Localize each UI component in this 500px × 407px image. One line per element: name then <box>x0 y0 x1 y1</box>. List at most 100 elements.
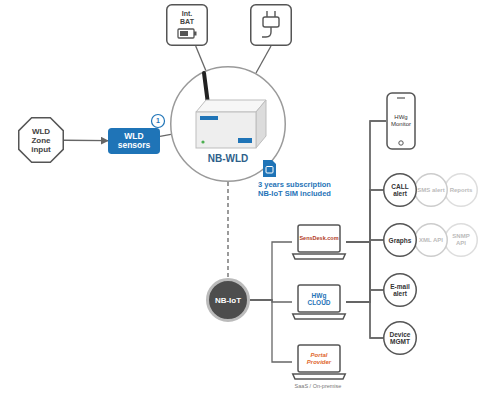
connector-line <box>346 121 386 302</box>
dashed-link <box>227 182 228 278</box>
faded-service-circle-shape <box>445 224 478 257</box>
deployment-note: SaaS / On-premise <box>282 383 354 389</box>
node-text: SMS alert <box>417 187 444 194</box>
service-circle-shape <box>384 174 417 207</box>
sensor-box: WLD sensors <box>108 128 160 154</box>
portal-laptop-shape <box>298 225 340 252</box>
node-text: HWg Monitor <box>389 114 413 128</box>
battery-icon <box>178 29 194 38</box>
faded-service-circle: SNMP API <box>444 223 478 257</box>
service-circle-text-area: E-mail alert <box>386 273 414 307</box>
sensor-box-text-area: WLD sensors <box>110 128 158 154</box>
device-antenna <box>204 73 208 104</box>
service-circle-text-area: Graphs <box>386 223 414 257</box>
faded-service-circle: SMS alert <box>414 173 448 207</box>
device-led <box>201 140 204 143</box>
network-circle: NB-IoT <box>206 278 250 322</box>
sim-card-icon <box>263 160 276 177</box>
faded-service-circle: XML API <box>414 223 448 257</box>
service-circle-text-area: Device MGMT <box>386 321 414 355</box>
sensor-box-shape <box>109 129 160 154</box>
zone-input-octagon: WLD Zone input <box>18 117 64 163</box>
faded-service-circle-shape <box>445 174 478 207</box>
connector-group <box>64 46 386 362</box>
battery-box-text-area: Int. BAT <box>174 8 200 27</box>
node-text: SNMP API <box>447 233 475 247</box>
connector-line <box>346 240 383 302</box>
device-front <box>196 112 256 148</box>
connector-line <box>346 242 383 338</box>
phone-speaker <box>397 97 405 98</box>
faded-service-circle-shape <box>415 224 448 257</box>
portal-laptop: Portal Provider <box>292 344 346 380</box>
service-circle: Graphs <box>383 223 417 257</box>
connector-line <box>346 290 383 302</box>
network-circle-shape <box>208 280 249 321</box>
battery-charge <box>180 31 188 36</box>
service-circle-shape <box>384 274 417 307</box>
portal-laptop-shape <box>298 285 340 312</box>
connector-line <box>346 302 383 338</box>
faded-service-circle-text-area: SMS alert <box>417 173 445 207</box>
phone-button <box>399 141 403 145</box>
sim-chip <box>266 167 273 174</box>
node-text: Reports <box>450 187 473 194</box>
node-text: Int. BAT <box>174 10 200 26</box>
node-text: XML API <box>419 237 443 244</box>
connector-line <box>346 190 383 242</box>
portal-laptop-shape <box>293 374 346 379</box>
portal-laptop-shape <box>293 314 346 319</box>
faded-service-circle-shape <box>415 174 448 207</box>
portal-laptop-shape <box>293 254 346 259</box>
plug-body <box>263 17 279 27</box>
node-text: NB-WLD <box>208 153 249 165</box>
zone-input-octagon-shape <box>19 118 64 163</box>
portal-laptop-text-area: Portal Provider <box>300 347 338 370</box>
portal-laptop-outline <box>292 224 346 260</box>
service-circle-shape <box>384 224 417 257</box>
connector-line <box>250 300 292 362</box>
connector-line <box>346 190 383 302</box>
portal-laptop-text-area: HWg CLOUD <box>300 287 338 310</box>
faded-service-circle-text-area: XML API <box>417 223 445 257</box>
node-text: NB-IoT <box>215 296 241 305</box>
node-text: Portal Provider <box>300 352 338 366</box>
faded-service-circle-text-area: Reports <box>447 173 475 207</box>
battery-terminal <box>194 32 197 36</box>
node-text: HWg CLOUD <box>300 292 338 306</box>
device-circle-shape <box>171 67 286 182</box>
portal-laptop: HWg CLOUD <box>292 284 346 320</box>
device-circle-text-area: NB-WLD <box>170 152 286 166</box>
node-text: Graphs <box>389 237 412 244</box>
service-circle: CALL alert <box>383 173 417 207</box>
plug-prong <box>266 11 267 17</box>
callout-number: 1 <box>152 115 164 127</box>
node-text: WLD sensors <box>110 132 158 150</box>
callout-circle <box>152 115 165 128</box>
connector-line <box>64 140 108 142</box>
node-text: Device MGMT <box>386 331 414 345</box>
battery-box: Int. BAT <box>166 4 208 46</box>
network-circle-text-area: NB-IoT <box>206 278 250 322</box>
device-logo-stripe <box>200 116 218 120</box>
faded-service-circle-text-area: SNMP API <box>447 223 475 257</box>
connector-line <box>346 121 386 242</box>
phone-app: HWg Monitor <box>386 92 416 150</box>
node-text: E-mail alert <box>386 283 414 297</box>
connector-line <box>196 46 206 70</box>
plug-prong <box>274 11 275 17</box>
service-circle-text-area: CALL alert <box>386 173 414 207</box>
connector-line <box>346 242 383 290</box>
node-text: SensDesk.com <box>299 235 338 242</box>
portal-laptop-shape <box>298 345 340 372</box>
device-side <box>256 100 266 148</box>
phone-app-shape <box>387 93 415 149</box>
plug-cable <box>262 27 271 37</box>
faded-service-circle: Reports <box>444 173 478 207</box>
zone-input-octagon-text-area: WLD Zone input <box>27 117 55 163</box>
device-top <box>196 100 266 112</box>
battery-box-shape <box>167 5 208 46</box>
